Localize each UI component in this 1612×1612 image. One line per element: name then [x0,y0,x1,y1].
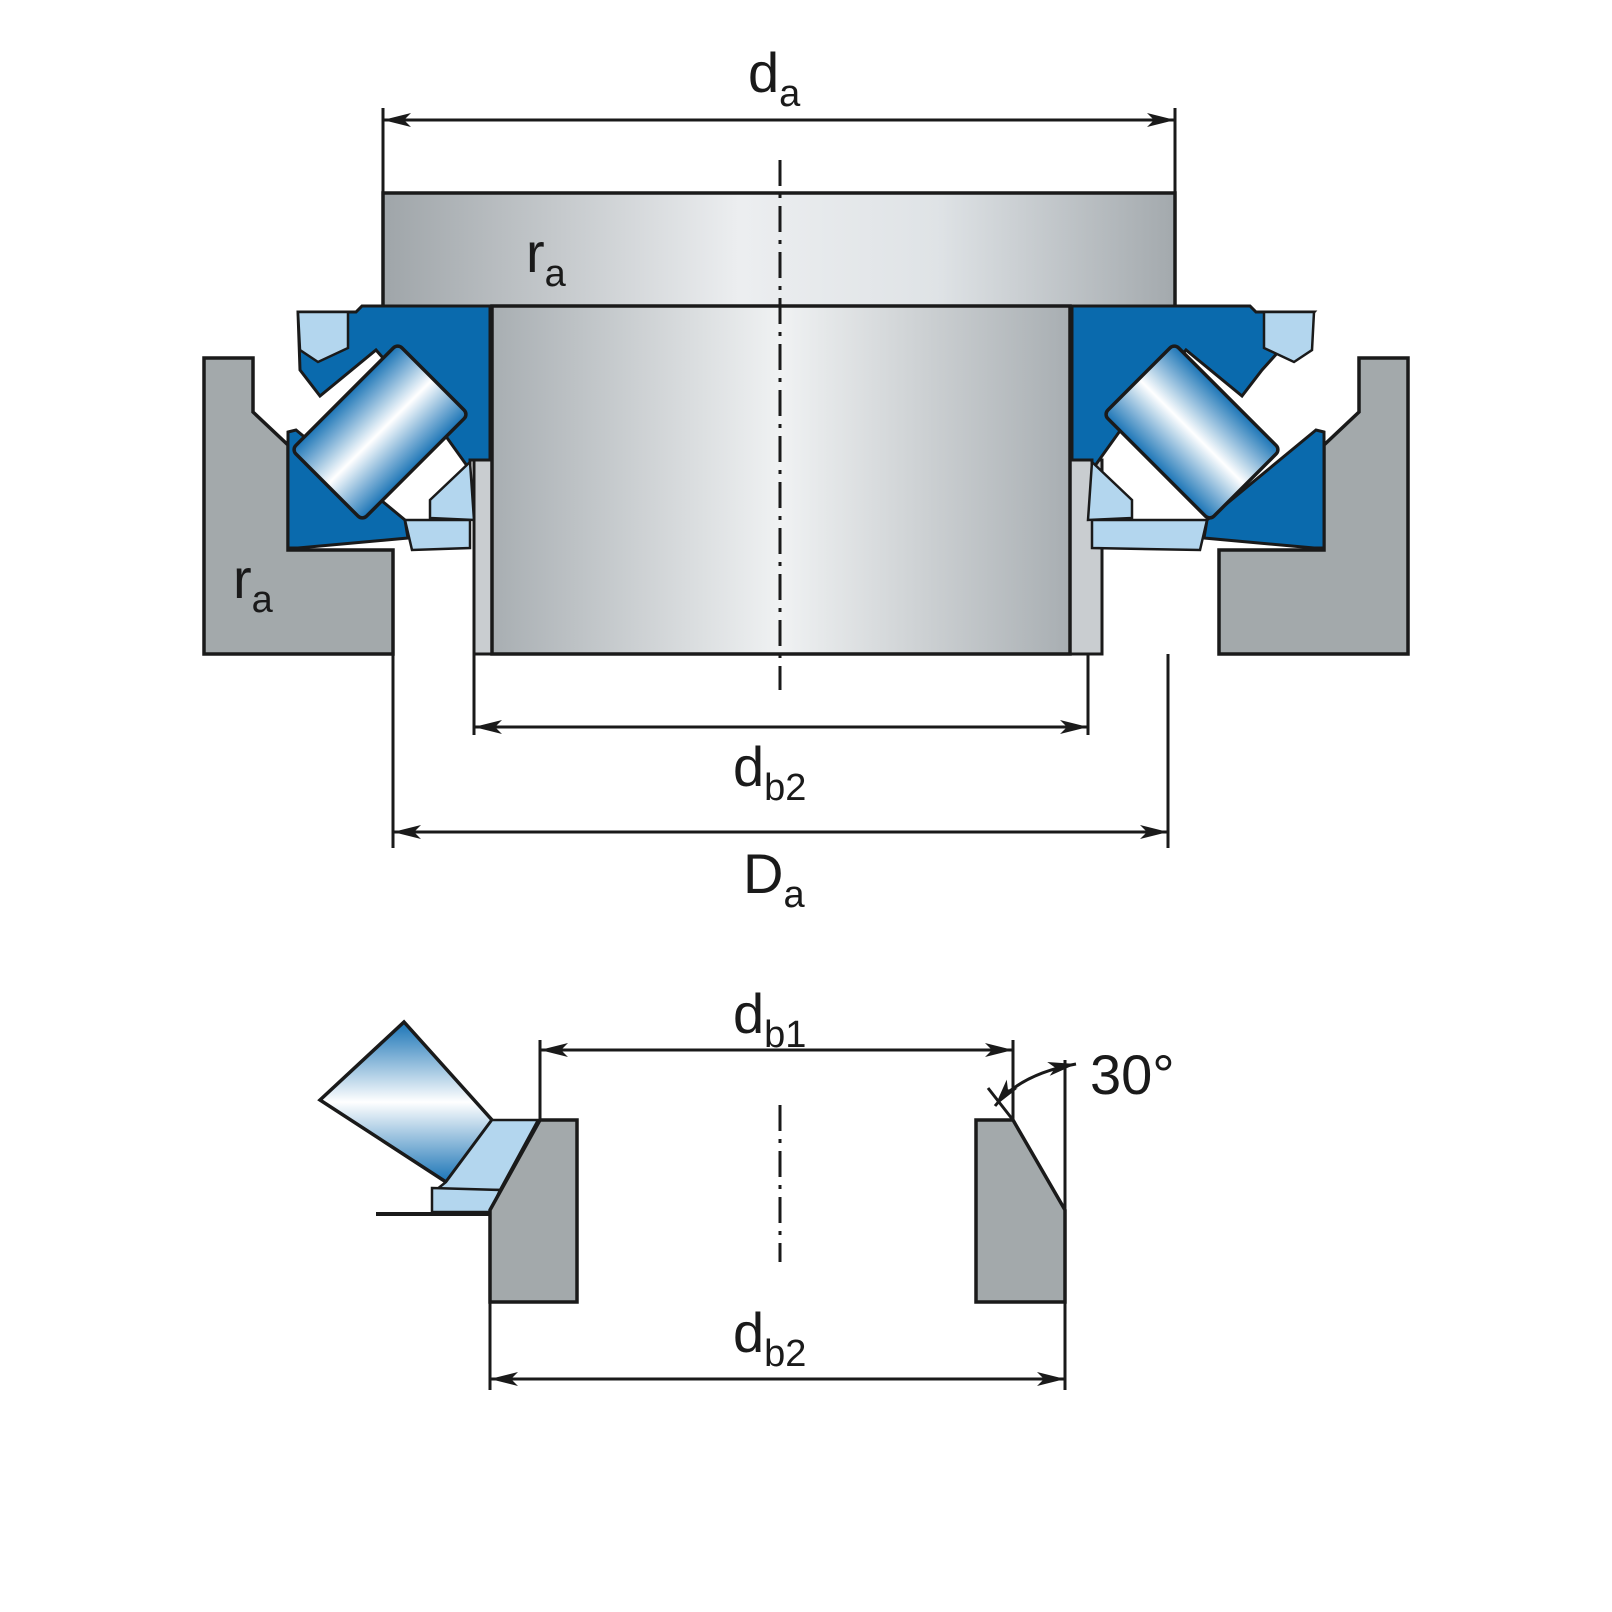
bearing-right-cage-lower [1086,459,1134,522]
detail-block-left [488,1118,579,1304]
detail-block-right [974,1118,1067,1304]
label-angle: 30° [1090,1043,1175,1106]
label-db2-bottom: db2 [733,1301,806,1375]
bottom-detail: db1 30° db2 [317,982,1175,1390]
label-Da: Da [743,842,805,916]
label-da: da [748,41,801,115]
label-db1: db1 [733,982,806,1056]
dim-db2-bottom: db2 [488,1301,1067,1390]
bearing-left-cage [296,310,350,364]
top-assembly: da ra ra db2 Da [202,41,1410,916]
label-db2-top: db2 [733,735,806,809]
dim-angle: 30° [986,1043,1175,1210]
bearing-left [286,304,492,552]
detail-bearing-fragment [317,1019,541,1216]
bearing-left-cage-lower [428,459,476,522]
dim-da: da [381,41,1177,193]
bearing-right-cage [1262,310,1316,364]
dim-db2-top: db2 [472,654,1090,809]
label-ra-left: ra [233,547,274,621]
housing-right [1217,356,1410,656]
bearing-left-roller [292,344,468,520]
dim-db1: db1 [538,982,1015,1120]
bearing-right-roller [1104,344,1280,520]
bearing-right-inner-cage [1090,518,1209,552]
bearing-left-inner-cage [403,518,472,552]
bearing-right [1070,304,1326,552]
dim-Da: Da [391,654,1170,916]
label-ra-top: ra [526,221,567,295]
housing-left [202,356,395,656]
